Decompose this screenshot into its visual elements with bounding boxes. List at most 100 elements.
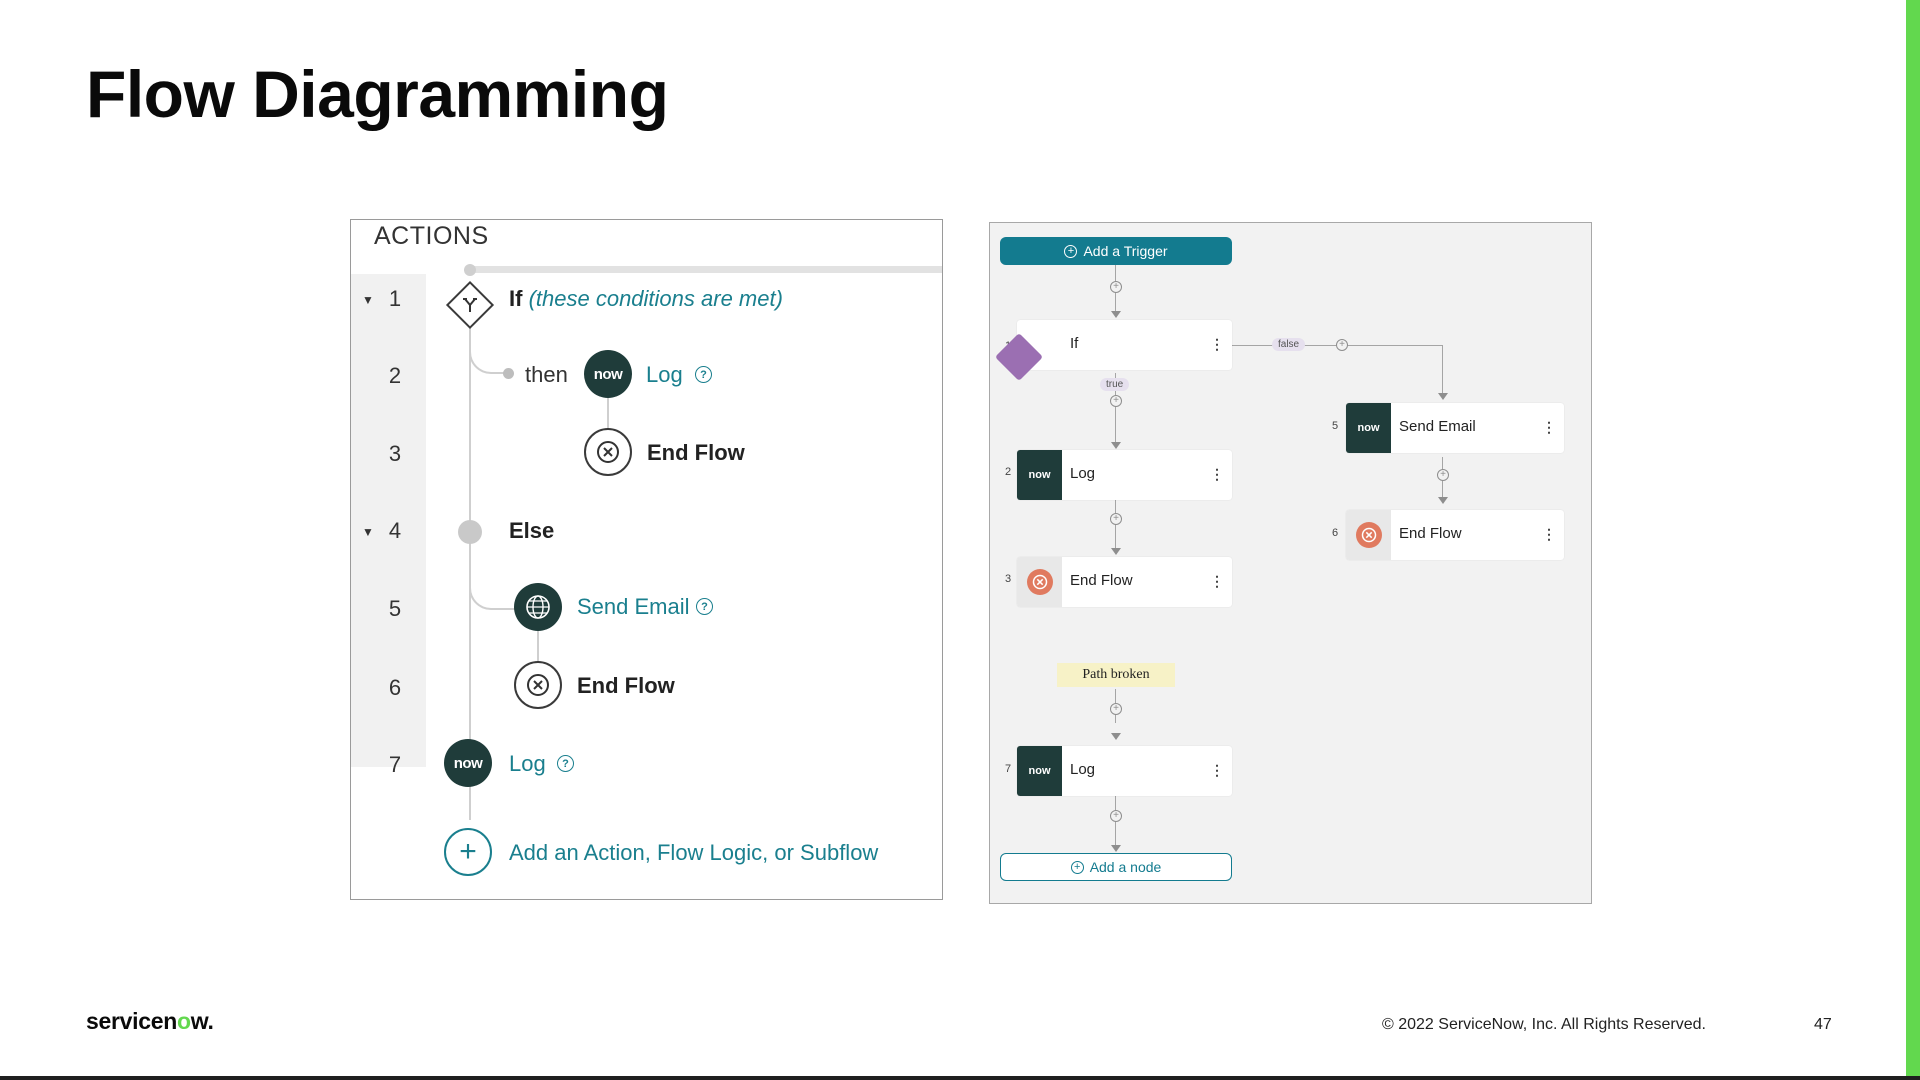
- else-branch-curve: [469, 550, 519, 610]
- then-label: then: [525, 362, 568, 387]
- add-node-label: Add a node: [1089, 859, 1162, 875]
- logo-prefix: servicen: [86, 1008, 177, 1034]
- node-number: 3: [1005, 573, 1012, 585]
- collapse-caret-icon[interactable]: ▼: [362, 525, 374, 539]
- end-flow-label[interactable]: End Flow: [577, 673, 675, 698]
- add-trigger-label: Add a Trigger: [1083, 243, 1168, 259]
- end-flow-label[interactable]: End Flow: [647, 440, 745, 465]
- node-menu-icon[interactable]: ⋮: [1210, 573, 1224, 589]
- if-node[interactable]: If ⋮: [1017, 320, 1232, 370]
- now-logo-icon: now: [444, 739, 492, 787]
- if-condition-close: ): [775, 286, 783, 311]
- node-label: Send Email: [1399, 418, 1476, 435]
- end-flow-icon: [1346, 510, 1391, 560]
- add-trigger-button[interactable]: + Add a Trigger: [1000, 237, 1232, 265]
- logo-o: o: [176, 1008, 191, 1034]
- arrow-icon: [1438, 497, 1448, 504]
- node-number: 2: [1005, 466, 1012, 478]
- else-node-dot: [458, 520, 482, 544]
- log-to-add-line: [469, 780, 471, 820]
- node-menu-icon[interactable]: ⋮: [1210, 336, 1224, 352]
- now-logo-icon: now: [1017, 450, 1062, 500]
- flow-diagram-panel: + Add a Trigger + true + + + + false + +…: [989, 222, 1592, 904]
- send-email-link[interactable]: Send Email: [577, 594, 690, 619]
- end-flow-node[interactable]: End Flow ⋮: [1346, 510, 1564, 560]
- if-condition[interactable]: these conditions are met: [535, 286, 776, 311]
- false-branch-label: false: [1272, 338, 1306, 351]
- arrow-icon: [1111, 733, 1121, 740]
- bottom-border: [0, 1076, 1920, 1080]
- accent-bar: [1906, 0, 1920, 1080]
- row-number: 4: [388, 518, 402, 543]
- log-node[interactable]: now Log ⋮: [1017, 450, 1232, 500]
- node-menu-icon[interactable]: ⋮: [1542, 526, 1556, 542]
- servicenow-logo: servicenow.: [86, 1008, 214, 1035]
- node-label: End Flow: [1399, 525, 1462, 542]
- insert-step-icon[interactable]: +: [1110, 513, 1122, 525]
- row-number: 3: [388, 441, 402, 466]
- node-number: 6: [1332, 527, 1339, 539]
- node-label: Log: [1070, 761, 1096, 778]
- arrow-icon: [1438, 393, 1448, 400]
- end-flow-icon: [514, 661, 562, 709]
- node-menu-icon[interactable]: ⋮: [1210, 466, 1224, 482]
- else-label[interactable]: Else: [509, 518, 555, 543]
- row-number: 2: [388, 363, 402, 388]
- node-label: If: [1070, 335, 1079, 352]
- help-icon[interactable]: ?: [557, 755, 574, 772]
- insert-step-icon[interactable]: +: [1110, 281, 1122, 293]
- insert-step-icon[interactable]: +: [1336, 339, 1348, 351]
- end-flow-node[interactable]: End Flow ⋮: [1017, 557, 1232, 607]
- node-label: End Flow: [1070, 572, 1133, 589]
- collapse-caret-icon[interactable]: ▼: [362, 293, 374, 307]
- add-node-button[interactable]: + Add a node: [1000, 853, 1232, 881]
- add-action-link[interactable]: Add an Action, Flow Logic, or Subflow: [509, 840, 879, 865]
- connector-line: [1115, 373, 1116, 443]
- node-number: 7: [1005, 763, 1012, 775]
- top-divider-dot: [464, 264, 476, 276]
- if-label: If: [509, 286, 523, 311]
- true-branch-label: true: [1100, 378, 1130, 391]
- actions-header: ACTIONS: [374, 222, 489, 250]
- now-logo-icon: now: [584, 350, 632, 398]
- row-number-column: [351, 274, 426, 767]
- insert-step-icon[interactable]: +: [1437, 469, 1449, 481]
- page-number: 47: [1814, 1016, 1832, 1033]
- row-number: 7: [388, 752, 402, 777]
- row-number: 6: [388, 675, 402, 700]
- insert-step-icon[interactable]: +: [1110, 395, 1122, 407]
- log-action-link[interactable]: Log: [646, 362, 683, 387]
- node-label: Log: [1070, 465, 1096, 482]
- end-flow-icon: [584, 428, 632, 476]
- log-to-end-line: [607, 396, 609, 436]
- plus-icon: +: [1064, 244, 1078, 258]
- insert-step-icon[interactable]: +: [1110, 810, 1122, 822]
- connector-line: [1442, 345, 1443, 395]
- branch-glyph-icon: [463, 298, 477, 312]
- node-menu-icon[interactable]: ⋮: [1542, 419, 1556, 435]
- then-dot: [503, 368, 514, 379]
- send-email-node[interactable]: now Send Email ⋮: [1346, 403, 1564, 453]
- slide-title: Flow Diagramming: [86, 57, 669, 131]
- logo-suffix: w.: [190, 1008, 214, 1034]
- now-logo-icon: now: [1346, 403, 1391, 453]
- node-number: 5: [1332, 420, 1339, 432]
- node-menu-icon[interactable]: ⋮: [1210, 762, 1224, 778]
- row-number: 5: [388, 596, 402, 621]
- now-logo-icon: now: [1017, 746, 1062, 796]
- if-condition-open: (: [528, 286, 536, 311]
- help-icon[interactable]: ?: [696, 598, 713, 615]
- insert-step-icon[interactable]: +: [1110, 703, 1122, 715]
- log-node[interactable]: now Log ⋮: [1017, 746, 1232, 796]
- arrow-icon: [1111, 845, 1121, 852]
- arrow-icon: [1111, 442, 1121, 449]
- plus-icon: +: [1070, 860, 1084, 874]
- help-icon[interactable]: ?: [695, 366, 712, 383]
- if-row[interactable]: If (these conditions are met): [509, 286, 783, 312]
- arrow-icon: [1111, 548, 1121, 555]
- copyright-text: © 2022 ServiceNow, Inc. All Rights Reser…: [1382, 1016, 1706, 1033]
- log-action-link[interactable]: Log: [509, 751, 546, 776]
- actions-panel: ACTIONS ▼ 1 If (these conditions are met…: [350, 219, 943, 900]
- add-icon[interactable]: +: [444, 828, 492, 876]
- arrow-icon: [1111, 311, 1121, 318]
